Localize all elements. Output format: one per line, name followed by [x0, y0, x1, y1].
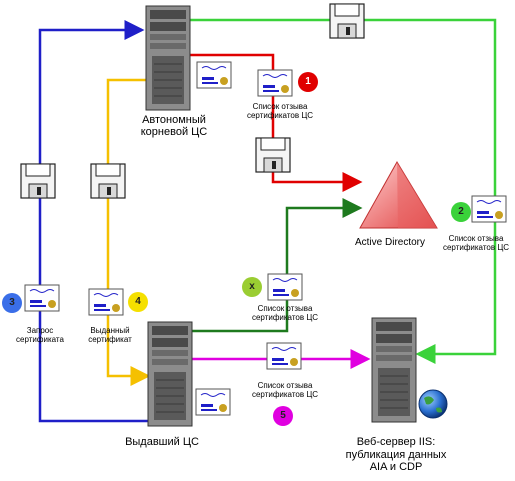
floppy-disk-icon — [255, 137, 291, 173]
floppy-disk-icon — [20, 163, 56, 199]
root-ca-server-icon — [145, 5, 191, 111]
certificate-icon — [88, 288, 124, 316]
crl-top-label: Список отзыва сертификатов ЦС — [246, 102, 314, 121]
crl-to-iis-line — [190, 18, 497, 364]
certificate-icon — [196, 61, 232, 89]
crl-mid-label: Список отзыва сертификатов ЦС — [251, 304, 319, 323]
globe-icon — [418, 389, 448, 419]
request-line — [38, 20, 148, 423]
certificate-icon — [195, 388, 231, 416]
iis-server-icon — [371, 317, 417, 423]
issued-cert-label: Выданный сертификат — [88, 326, 132, 345]
certificate-icon — [24, 284, 60, 312]
step-badge-1: 1 — [298, 72, 318, 92]
certificate-icon — [266, 342, 302, 370]
step-badge-x: x — [242, 277, 262, 297]
step-badge-4: 4 — [128, 292, 148, 312]
step-badge-3: 3 — [2, 293, 22, 313]
active-directory-pyramid-icon — [359, 161, 438, 229]
certificate-icon — [267, 273, 303, 301]
floppy-disk-icon — [90, 163, 126, 199]
step-badge-2: 2 — [451, 202, 471, 222]
iis-server-label: Веб-сервер IIS: публикация данных AIA и … — [345, 436, 447, 474]
crl-right-label: Список отзыва сертификатов ЦС — [442, 234, 510, 253]
crl-publish-line — [185, 53, 363, 192]
certificate-icon — [471, 195, 507, 223]
crl-bottom-label: Список отзыва сертификатов ЦС — [251, 381, 319, 400]
issued-cert-line — [106, 78, 151, 386]
issuing-ca-label: Выдавший ЦС — [125, 436, 199, 448]
certificate-icon — [257, 69, 293, 97]
cert-request-label: Запрос сертификата — [16, 326, 64, 345]
root-ca-label: Автономный корневой ЦС — [140, 114, 208, 139]
issuing-ca-server-icon — [147, 321, 193, 427]
active-directory-label: Active Directory — [354, 237, 425, 248]
step-badge-5: 5 — [273, 406, 293, 426]
issuing-to-ad-line — [192, 198, 363, 333]
floppy-disk-icon — [329, 3, 365, 39]
